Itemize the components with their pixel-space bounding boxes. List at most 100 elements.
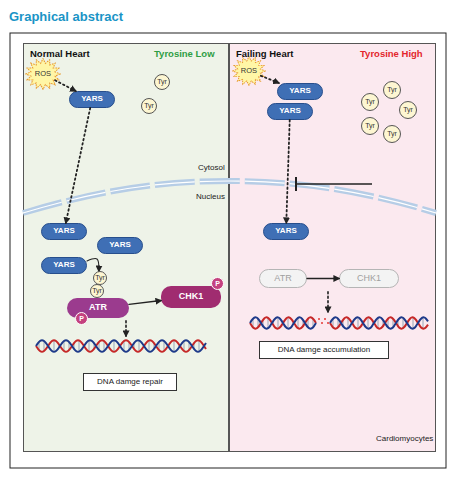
tyrosine-circle: Tyr [154, 74, 170, 90]
yars-protein: YARS [97, 237, 143, 254]
dna-rung [278, 317, 279, 329]
panel-condition: Tyrosine High [360, 49, 423, 59]
dna-rung [49, 344, 50, 347]
node-text: Tyr [387, 86, 397, 93]
dna-rung [383, 320, 384, 326]
node-text: YARS [275, 227, 297, 235]
dna-rung [164, 341, 165, 351]
dna-rung [393, 318, 394, 327]
tyrosine-circle: Tyr [383, 81, 401, 99]
outcome-box: DNA damge accumulation [259, 341, 389, 359]
ros-burst-outline [26, 59, 61, 90]
dna-rung [348, 318, 349, 329]
inhibition-line [296, 183, 372, 185]
tyrosine-circle: Tyr [361, 93, 379, 111]
connector-arrow [66, 108, 90, 223]
node-text: Tyr [144, 102, 154, 109]
dna-rung [293, 321, 294, 324]
dna-rung [184, 341, 185, 351]
dna-rung [94, 343, 95, 349]
dna-rung [59, 344, 60, 347]
dna-rung [104, 341, 105, 351]
ros-burst-outline [233, 57, 266, 86]
connector-arrow [55, 80, 76, 91]
dna-strand [250, 317, 316, 328]
dna-rung [373, 321, 374, 324]
region-label: Cardiomyocytes [376, 434, 433, 443]
dna-rung [303, 320, 304, 326]
node-text: DNA damge accumulation [278, 346, 371, 354]
dna-rung [258, 318, 259, 327]
connector-layer [55, 76, 339, 305]
node-text: Tyr [403, 106, 413, 113]
connector-arrow [261, 76, 279, 83]
dna-rung [253, 318, 254, 327]
connector-arrow [307, 278, 339, 279]
signal-arrow [125, 321, 127, 336]
dna-strand [330, 317, 428, 328]
dna-rung [388, 318, 389, 327]
dna-rung [273, 321, 274, 324]
node-text: YARS [53, 227, 75, 235]
dna-rung [413, 317, 414, 329]
tyrosine-circle: Tyr [93, 271, 107, 285]
node-text: YARS [279, 107, 301, 115]
condition-panel: Failing HeartTyrosine HighROSYARSYARSTyr… [229, 43, 436, 452]
dna-rung [114, 340, 115, 352]
phospho-mark: P [211, 277, 224, 290]
dna-rung [333, 318, 334, 327]
dna-rung [179, 344, 180, 347]
dna-rung [149, 340, 150, 352]
dna-rung [119, 344, 120, 347]
dna-rung [194, 343, 195, 349]
dna-rung [403, 318, 404, 329]
dna-rung [74, 343, 75, 349]
dna-rung [159, 342, 160, 350]
dna-rung [288, 317, 289, 329]
dna-rung [398, 320, 399, 326]
active-kinase: CHK1 [161, 286, 221, 308]
node-text: P [79, 315, 84, 322]
tyrosine-circle: Tyr [361, 117, 379, 135]
node-text: Tyr [365, 122, 375, 129]
connector-arrow [87, 259, 99, 271]
inhibition-bar [295, 177, 297, 191]
dna-rung [368, 317, 369, 329]
dna-rung [109, 344, 110, 347]
dna-rung [154, 343, 155, 349]
dna-rung [169, 344, 170, 347]
connector-arrow [286, 120, 289, 223]
yars-protein: YARS [267, 103, 313, 120]
tyrosine-circle: Tyr [90, 284, 104, 298]
tyrosine-circle: Tyr [383, 125, 401, 143]
connector-arrow [129, 301, 161, 305]
dna-break [327, 322, 329, 324]
inactive-kinase: CHK1 [339, 269, 399, 288]
node-text: ROS [241, 67, 257, 75]
node-text: Tyr [157, 78, 167, 85]
inactive-kinase: ATR [259, 269, 307, 288]
dna-rung [99, 342, 100, 350]
dna-rung [134, 343, 135, 349]
dna-rung [89, 340, 90, 352]
dna-rung [44, 341, 45, 351]
dna-rung [378, 318, 379, 329]
node-text: YARS [289, 87, 311, 95]
node-text: CHK1 [357, 274, 381, 283]
panel-heading: Normal Heart [30, 49, 90, 59]
dna-rung [54, 340, 55, 352]
dna-rung [124, 341, 125, 351]
dna-rung [338, 318, 339, 327]
yars-protein: YARS [41, 257, 87, 274]
dna-rung [268, 318, 269, 329]
region-label: Cytosol [198, 163, 225, 172]
dna-rung [39, 342, 40, 350]
signal-arrow [327, 292, 329, 312]
dna-rung [343, 320, 344, 326]
dna-rung [64, 341, 65, 351]
dna-rung [69, 342, 70, 350]
dna-rung [263, 320, 264, 326]
dna-break [321, 322, 323, 324]
